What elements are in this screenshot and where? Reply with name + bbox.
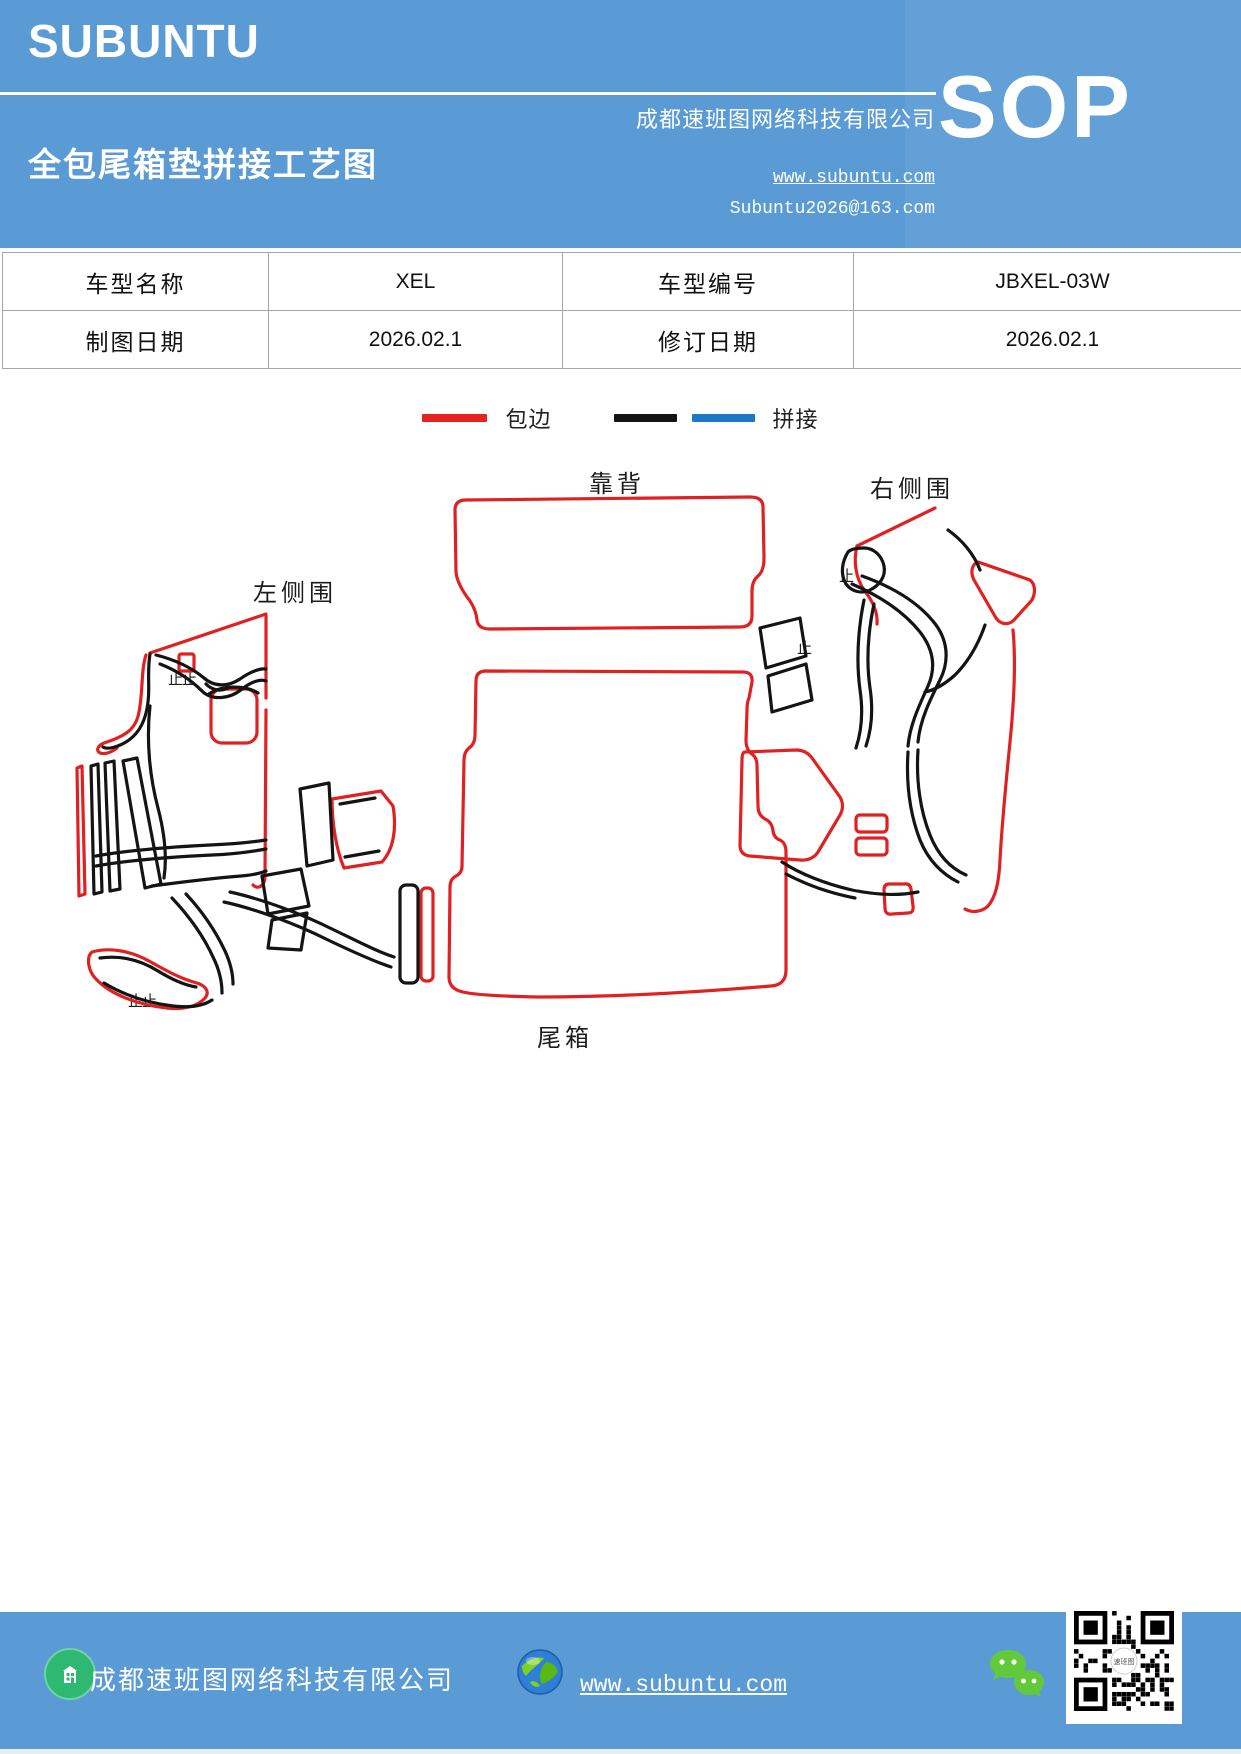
brand-logo: SUBUNTU xyxy=(28,15,260,67)
footer-bottom-strip xyxy=(0,1749,1241,1754)
model-code-label: 车型编号 xyxy=(562,252,854,311)
right-panel-label: 右侧围 xyxy=(870,476,954,503)
line-legend: 包边 拼接 xyxy=(0,400,1241,436)
vehicle-info-table: 车型名称 XEL 车型编号 JBXEL-03W 制图日期 2026.02.1 修… xyxy=(2,252,1241,369)
header-divider xyxy=(0,92,936,95)
draw-date-value: 2026.02.1 xyxy=(268,310,563,369)
backrest-outline xyxy=(453,495,766,631)
edge-line-label: 包边 xyxy=(505,407,552,432)
email-address: Subuntu2026@163.com xyxy=(729,199,935,219)
trunk-label: 尾箱 xyxy=(537,1025,593,1052)
splice-blue-swatch xyxy=(691,414,755,422)
left-panel-pieces xyxy=(75,612,435,1011)
header-contact-block: 成都速班图网络科技有限公司 www.subuntu.com Subuntu202… xyxy=(560,0,935,248)
table-row: 车型名称 XEL 车型编号 JBXEL-03W xyxy=(2,252,1241,311)
table-row: 制图日期 2026.02.1 修订日期 2026.02.1 xyxy=(2,310,1241,369)
header: SUBUNTU 全包尾箱垫拼接工艺图 成都速班图网络科技有限公司 www.sub… xyxy=(0,0,1241,248)
sop-badge: SOP xyxy=(938,57,1133,156)
trunk-outline xyxy=(447,669,788,999)
revise-date-value: 2026.02.1 xyxy=(853,310,1241,369)
draw-date-label: 制图日期 xyxy=(2,310,269,369)
svg-text:速班图: 速班图 xyxy=(1114,1657,1135,1666)
splice-black-swatch xyxy=(613,414,677,422)
left-panel-label: 左侧围 xyxy=(253,580,337,607)
building-icon xyxy=(44,1648,96,1700)
model-code-value: JBXEL-03W xyxy=(853,252,1241,311)
right-panel-pieces xyxy=(738,506,1037,916)
model-name-label: 车型名称 xyxy=(2,252,269,311)
stop-mark: 止止 xyxy=(168,671,197,688)
model-name-value: XEL xyxy=(268,252,563,311)
qr-code: 速班图 xyxy=(1066,1598,1182,1724)
revise-date-label: 修订日期 xyxy=(562,310,854,369)
website-link[interactable]: www.subuntu.com xyxy=(772,168,935,188)
footer-company-name: 成都速班图网络科技有限公司 xyxy=(90,1666,455,1695)
footer-website-link[interactable]: www.subuntu.com xyxy=(580,1672,788,1698)
trunk-mat-diagram: 靠背 右侧围 左侧围 尾箱 止止 止止 止 止 xyxy=(75,471,1037,1052)
backrest-label: 靠背 xyxy=(589,471,645,498)
splice-line-label: 拼接 xyxy=(772,407,819,432)
wechat-icon xyxy=(988,1648,1050,1704)
globe-icon xyxy=(516,1648,564,1696)
footer: 成都速班图网络科技有限公司 www.subuntu.com xyxy=(0,1612,1241,1749)
edge-line-swatch xyxy=(422,414,488,422)
company-name: 成都速班图网络科技有限公司 xyxy=(635,107,935,132)
header-right-band xyxy=(905,0,1241,248)
page-title: 全包尾箱垫拼接工艺图 xyxy=(28,148,378,184)
